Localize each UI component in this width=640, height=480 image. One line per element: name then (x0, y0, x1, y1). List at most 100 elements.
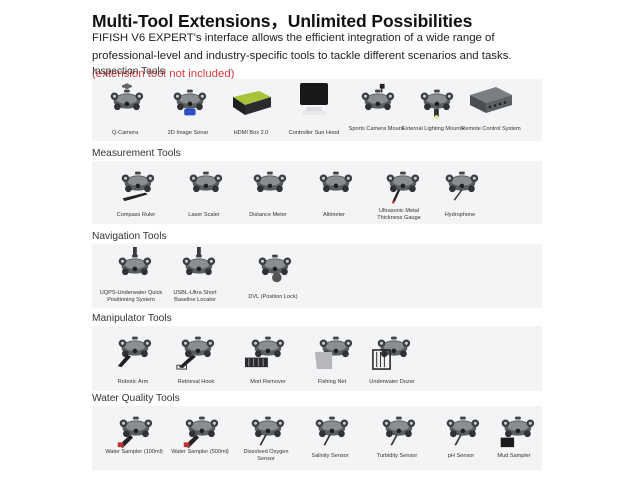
tool-item: USBL-Ultra Short Baseline Locator (165, 246, 225, 306)
tool-item: Hydrophone (430, 163, 490, 222)
drone-with-sports-camera-icon (354, 81, 398, 123)
tool-caption: Distance Meter (249, 212, 287, 218)
section-label: Navigation Tools (92, 231, 167, 242)
drone-with-fishing-net-icon (312, 328, 353, 370)
description-text: FIFISH V6 EXPERT's interface allows the … (92, 32, 512, 62)
tool-item: HDMI Box 2.0 (221, 81, 281, 139)
drone-with-sonar-icon (166, 81, 210, 123)
tool-item: Water Sampler (500ml) (170, 408, 230, 468)
drone-with-mort-remover-icon (244, 328, 292, 370)
section-navigation-tools: Navigation Tools UQPS-Underwater Quick P… (92, 230, 542, 308)
section-manipulator-tools: Manipulator Tools Robotic Arm Retrieval … (92, 312, 542, 391)
tool-item: pH Sensor (431, 408, 491, 468)
section-water-quality-tools: Water Quality Tools Water Sampler (100ml… (92, 392, 542, 470)
drone-with-water-sampler-icon (178, 408, 222, 450)
tool-item: Q-Camera (95, 81, 155, 139)
tool-item: Laser Scaler (174, 163, 234, 222)
drone-with-salinity-sensor-icon (308, 408, 352, 450)
drone-with-hydrophone-icon (438, 163, 482, 205)
tool-item: Ultrasonic Metal Thickness Gauge (369, 163, 429, 222)
drone-with-dozer-icon (370, 328, 414, 370)
tool-item: Mud Sampler (484, 408, 544, 468)
section-label: Inspection Tools (92, 66, 165, 77)
drone-with-oxygen-sensor-icon (244, 408, 288, 450)
tool-caption: External Lighting Mounts (402, 126, 464, 132)
tool-item: Underwater Dozer (362, 328, 422, 389)
tool-caption: 2D Image Sonar (167, 130, 209, 136)
section-label: Measurement Tools (92, 148, 181, 159)
page-title: Multi-Tool Extensions，Unlimited Possibil… (92, 11, 473, 31)
tool-caption: Altimeter (322, 212, 346, 218)
tool-item: Distance Meter (238, 163, 298, 222)
drone-with-turbidity-sensor-icon (375, 408, 419, 450)
tool-caption: Water Sampler (500ml) (171, 449, 229, 455)
tool-caption: Fishing Net (317, 379, 347, 385)
drone-with-robotic-arm-icon (111, 328, 155, 370)
drone-with-thickness-gauge-icon (379, 163, 420, 205)
section-label: Manipulator Tools (92, 313, 172, 324)
tool-item: External Lighting Mounts (402, 81, 464, 139)
tool-item: Mort Remover (238, 328, 298, 389)
tools-panel: Water Sampler (100ml) Water Sampler (500… (92, 406, 542, 470)
tool-caption: Retrieval Hook (177, 379, 215, 385)
tool-item: Robotic Arm (103, 328, 163, 389)
drone-with-altimeter-icon (312, 163, 356, 205)
drone-with-light-icon (413, 81, 454, 123)
tool-item: 2D Image Sonar (158, 81, 218, 139)
tool-item: Retrieval Hook (166, 328, 226, 389)
hdmi-box-icon (229, 81, 273, 123)
tool-caption: Ultrasonic Metal Thickness Gauge (377, 208, 421, 221)
tool-caption: HDMI Box 2.0 (233, 130, 269, 136)
tools-panel: Q-Camera 2D Image Sonar HDMI Box 2.0 Contr… (92, 79, 542, 141)
tool-caption: Water Sampler (100ml) (105, 449, 163, 455)
tool-item: Remote Control System (461, 81, 521, 139)
section-inspection-tools: Inspection Tools Q-Camera 2D Image Sonar… (92, 65, 542, 141)
drone-with-dvl-icon (251, 246, 295, 288)
tool-item: Altimeter (304, 163, 364, 222)
page-description: FIFISH V6 EXPERT's interface allows the … (92, 29, 547, 83)
drone-with-compass-ruler-icon (114, 163, 158, 205)
drone-with-water-sampler-icon (112, 408, 156, 450)
tools-panel: Compass Ruler Laser Scaler Distance Mete… (92, 161, 542, 224)
tool-item: Dissolved Oxygen Sensor (236, 408, 296, 468)
tool-caption: Compass Ruler (116, 212, 156, 218)
tool-caption: Controller Sun Hood (288, 130, 340, 136)
drone-with-usbl-icon (175, 246, 216, 288)
tool-item: Salinity Sensor (300, 408, 360, 468)
tools-panel: UQPS-Underwater Quick Positioning System… (92, 244, 542, 308)
tool-item: Fishing Net (302, 328, 362, 389)
drone-with-distance-meter-icon (246, 163, 290, 205)
tool-item: DVL (Position Lock) (243, 246, 303, 306)
drone-with-ph-sensor-icon (439, 408, 483, 450)
section-label: Water Quality Tools (92, 393, 180, 404)
tool-caption: Q-Camera (111, 130, 139, 136)
tool-caption: Remote Control System (461, 126, 521, 132)
tool-item: Sports Camera Mount (346, 81, 406, 139)
remote-control-box-icon (468, 81, 514, 123)
tool-item: UQPS-Underwater Quick Positioning System (99, 246, 163, 306)
tool-caption: Sports Camera Mount (348, 126, 404, 132)
tool-caption: Turbidity Sensor (376, 453, 418, 459)
tool-caption: Robotic Arm (117, 379, 149, 385)
drone-with-uqps-icon (111, 246, 152, 288)
drone-with-camera-icon (103, 81, 147, 123)
tool-caption: Laser Scaler (188, 212, 220, 218)
tool-item: Turbidity Sensor (367, 408, 427, 468)
tool-caption: UQPS-Underwater Quick Positioning System (99, 290, 163, 303)
drone-with-mud-sampler-icon (494, 408, 535, 450)
controller-sun-hood-icon (294, 81, 334, 123)
tool-item: Controller Sun Hood (284, 81, 344, 139)
tool-caption: Salinity Sensor (311, 453, 349, 459)
tool-caption: Mort Remover (250, 379, 286, 385)
tool-caption: Dissolved Oxygen Sensor (243, 449, 289, 462)
tools-panel: Robotic Arm Retrieval Hook Mort Remover … (92, 326, 542, 391)
tool-caption: Mud Sampler (497, 453, 531, 459)
tool-caption: Hydrophone (444, 212, 476, 218)
tool-item: Compass Ruler (106, 163, 166, 222)
tool-item: Water Sampler (100ml) (104, 408, 164, 468)
drone-with-laser-scaler-icon (182, 163, 226, 205)
extension-note: (extension tool not included) (92, 68, 235, 80)
tool-caption: DVL (Position Lock) (248, 294, 298, 300)
drone-with-retrieval-hook-icon (174, 328, 218, 370)
tool-caption: pH Sensor (447, 453, 475, 459)
